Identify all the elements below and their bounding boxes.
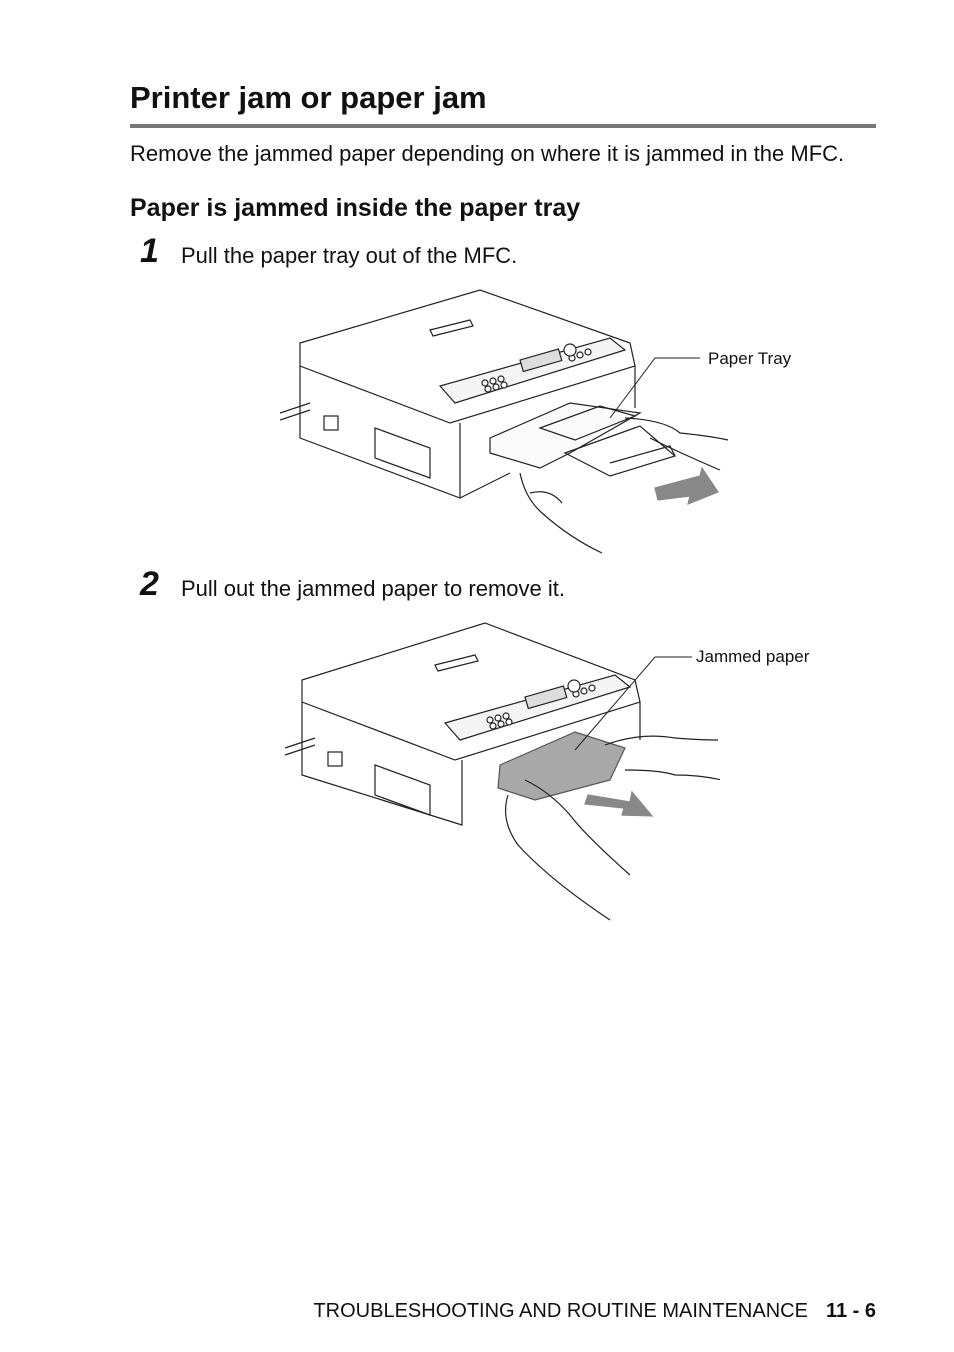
title-rule [130,124,876,128]
footer-page-number: 11 - 6 [825,1300,876,1322]
page-title: Printer jam or paper jam [130,80,487,115]
step-2-number: 2 [140,565,159,603]
figure-remove-jammed-paper [280,620,720,930]
figure-pull-paper-tray [280,288,740,560]
footer-section-title: TROUBLESHOOTING AND ROUTINE MAINTENANCE [313,1300,808,1322]
step-1-number: 1 [140,232,159,270]
callout-paper-tray: Paper Tray [708,349,792,368]
section-heading: Paper is jammed inside the paper tray [130,194,581,222]
intro-text: Remove the jammed paper depending on whe… [130,141,845,166]
callout-jammed-paper: Jammed paper [696,647,810,666]
page-footer: TROUBLESHOOTING AND ROUTINE MAINTENANCE 1… [313,1300,876,1323]
step-1-text: Pull the paper tray out of the MFC. [181,243,518,268]
step-2-text: Pull out the jammed paper to remove it. [181,576,565,601]
